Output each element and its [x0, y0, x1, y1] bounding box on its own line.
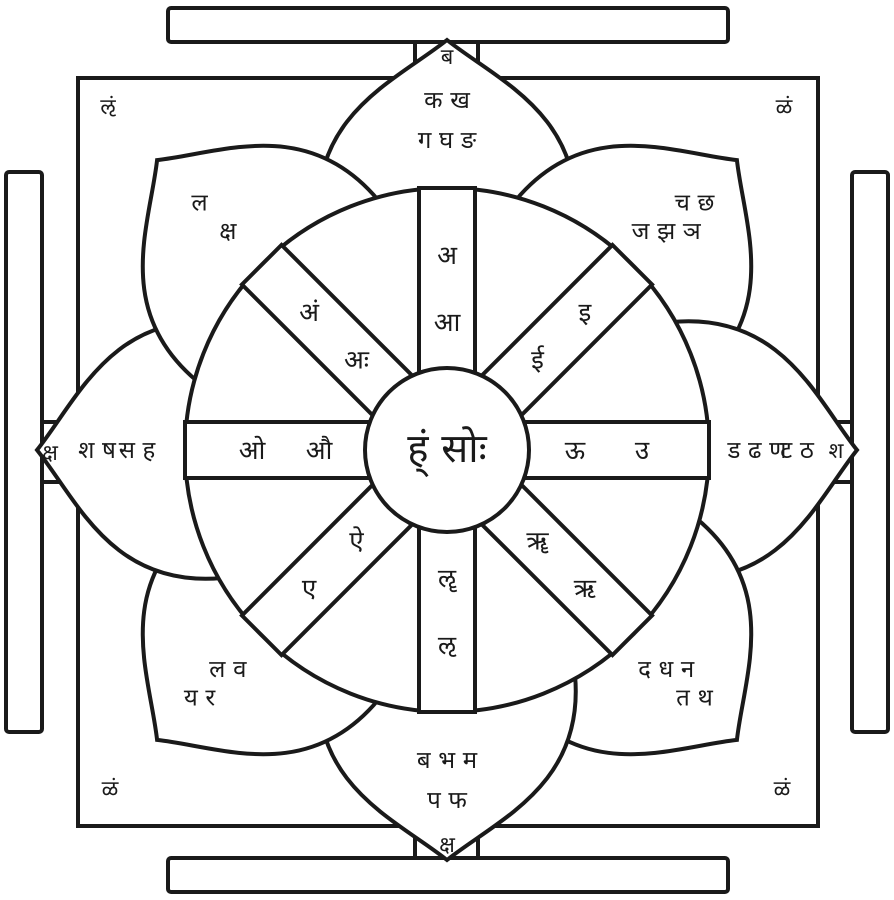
spoke-text-bottom-0: ऌ: [438, 631, 457, 661]
spoke-right: [523, 420, 711, 480]
spoke-text-right-1: ऊ: [565, 436, 586, 466]
corner-letter-bottom-left: ळं: [102, 777, 120, 802]
spoke-text-bottom-right-1: ॠ: [526, 527, 549, 557]
gate-letter-right: श: [829, 439, 845, 464]
spoke-text-right-0: उ: [635, 436, 650, 466]
spokes: [183, 186, 711, 714]
spoke-text-top-left-0: अं: [299, 298, 320, 328]
petal-text-bottom-left-0: य र: [184, 684, 217, 712]
petal-text-bottom-left-1: ल व: [209, 655, 247, 683]
spoke-text-left-0: ओ: [239, 435, 266, 466]
petal-shape-top: [316, 37, 578, 227]
lotus-petals: [34, 37, 860, 863]
gate-letter-top: ब: [441, 45, 454, 70]
petal-right: [670, 319, 860, 581]
spoke-band-bottom: [417, 526, 477, 714]
spoke-text-top-0: अ: [437, 241, 458, 271]
petal-text-top-right-0: च छ: [675, 189, 716, 217]
petal-text-left-1: स ह: [119, 436, 157, 464]
petal-text-top-left-1: क्ष: [219, 217, 237, 245]
spoke-text-bottom-left-0: ए: [302, 574, 317, 604]
outer-square-frame: [76, 76, 820, 828]
petal-shape-bottom: [316, 673, 578, 863]
spoke-band-left: [183, 420, 371, 480]
corner-letter-bottom-right: ळं: [774, 777, 792, 802]
corner-letter-top-right: ळं: [776, 95, 794, 120]
petal-text-left-0: श ष: [78, 436, 117, 464]
spoke-band-top: [417, 186, 477, 374]
gate-letter-left: क्ष: [42, 441, 59, 466]
petal-text-right-0: ट ठ: [780, 436, 815, 464]
spoke-text-top-right-1: ई: [531, 345, 545, 376]
spoke-top: [417, 186, 477, 374]
petal-text-top-1: ग घ ङ: [418, 126, 477, 154]
gate-bar-bottom: [166, 856, 730, 894]
labels: क ख ग घ ङ च छज झ ञ ट ठड ढ ण त थद ध न प फ ब भ म…: [78, 86, 815, 814]
petal-text-top-0: क ख: [424, 86, 470, 114]
spoke-text-top-left-1: अः: [344, 346, 370, 376]
spoke-bottom: [417, 526, 477, 714]
petal-top: [316, 37, 578, 227]
petal-text-top-right-1: ज झ ञ: [632, 217, 702, 245]
corner-letter-top-left: ऌं: [100, 95, 116, 120]
petal-text-bottom-right-0: त थ: [676, 684, 713, 712]
spoke-text-bottom-right-0: ऋ: [574, 574, 597, 604]
petal-text-bottom-right-1: द ध न: [638, 655, 695, 683]
petal-text-right-1: ड ढ ण: [727, 436, 788, 464]
petal-bottom: [316, 673, 578, 863]
spoke-text-bottom-left-1: ऐ: [349, 526, 364, 557]
gate-letter-bottom: क्ष: [439, 833, 456, 858]
gate-bar-top: [166, 6, 730, 44]
petal-shape-left: [34, 319, 224, 581]
petal-text-top-left-0: ल: [191, 189, 208, 217]
spoke-text-top-1: आ: [434, 308, 461, 338]
spoke-band-right: [523, 420, 711, 480]
petal-left: [34, 319, 224, 581]
inner-circle: [363, 366, 531, 534]
petal-text-bottom-0: प फ: [427, 786, 467, 814]
spoke-text-bottom-1: ॡ: [438, 564, 458, 594]
petal-shape-right: [670, 319, 860, 581]
spoke-text-top-right-0: इ: [579, 298, 593, 328]
spoke-text-left-1: औ: [306, 435, 333, 466]
spoke-left: [183, 420, 371, 480]
center-bija-text: ह्ं सोः: [407, 426, 487, 478]
petal-text-bottom-1: ब भ म: [417, 746, 478, 774]
